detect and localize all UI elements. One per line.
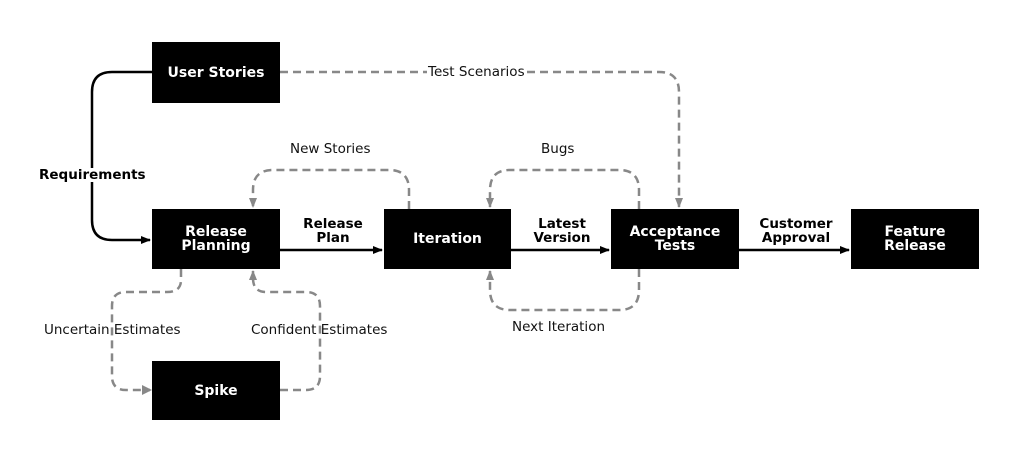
release-planning-node: Release Planning — [152, 209, 280, 269]
uncertain-estimates-arrowhead — [142, 385, 152, 395]
acceptance-tests-node: Acceptance Tests — [611, 209, 739, 269]
test-scenarios-edge — [280, 70, 683, 208]
iteration-node: Iteration — [384, 209, 511, 269]
new-stories-edge — [249, 168, 411, 209]
confident-estimates-label: Confident Estimates — [251, 322, 388, 338]
customer-approval-label: Customer Approval — [759, 216, 833, 246]
latest-version-label: Latest Version — [533, 216, 591, 246]
uncertain-estimates-edge — [110, 269, 183, 392]
next-iteration-label: Next Iteration — [512, 319, 606, 335]
feature-release-node: Feature Release — [851, 209, 979, 269]
user-stories-node: User Stories — [152, 42, 280, 103]
new-stories-label: New Stories — [290, 141, 371, 157]
uncertain-estimates-label: Uncertain Estimates — [44, 322, 181, 338]
requirements-edge — [90, 70, 152, 244]
bugs-label: Bugs — [541, 141, 575, 157]
next-iteration-edge — [486, 269, 641, 312]
spike-node: Spike — [152, 361, 280, 420]
test-scenarios-label: Test Scenarios — [427, 64, 526, 80]
release-plan-label: Release Plan — [303, 216, 363, 246]
bugs-edge — [486, 168, 641, 209]
requirements-label: Requirements — [38, 167, 147, 183]
